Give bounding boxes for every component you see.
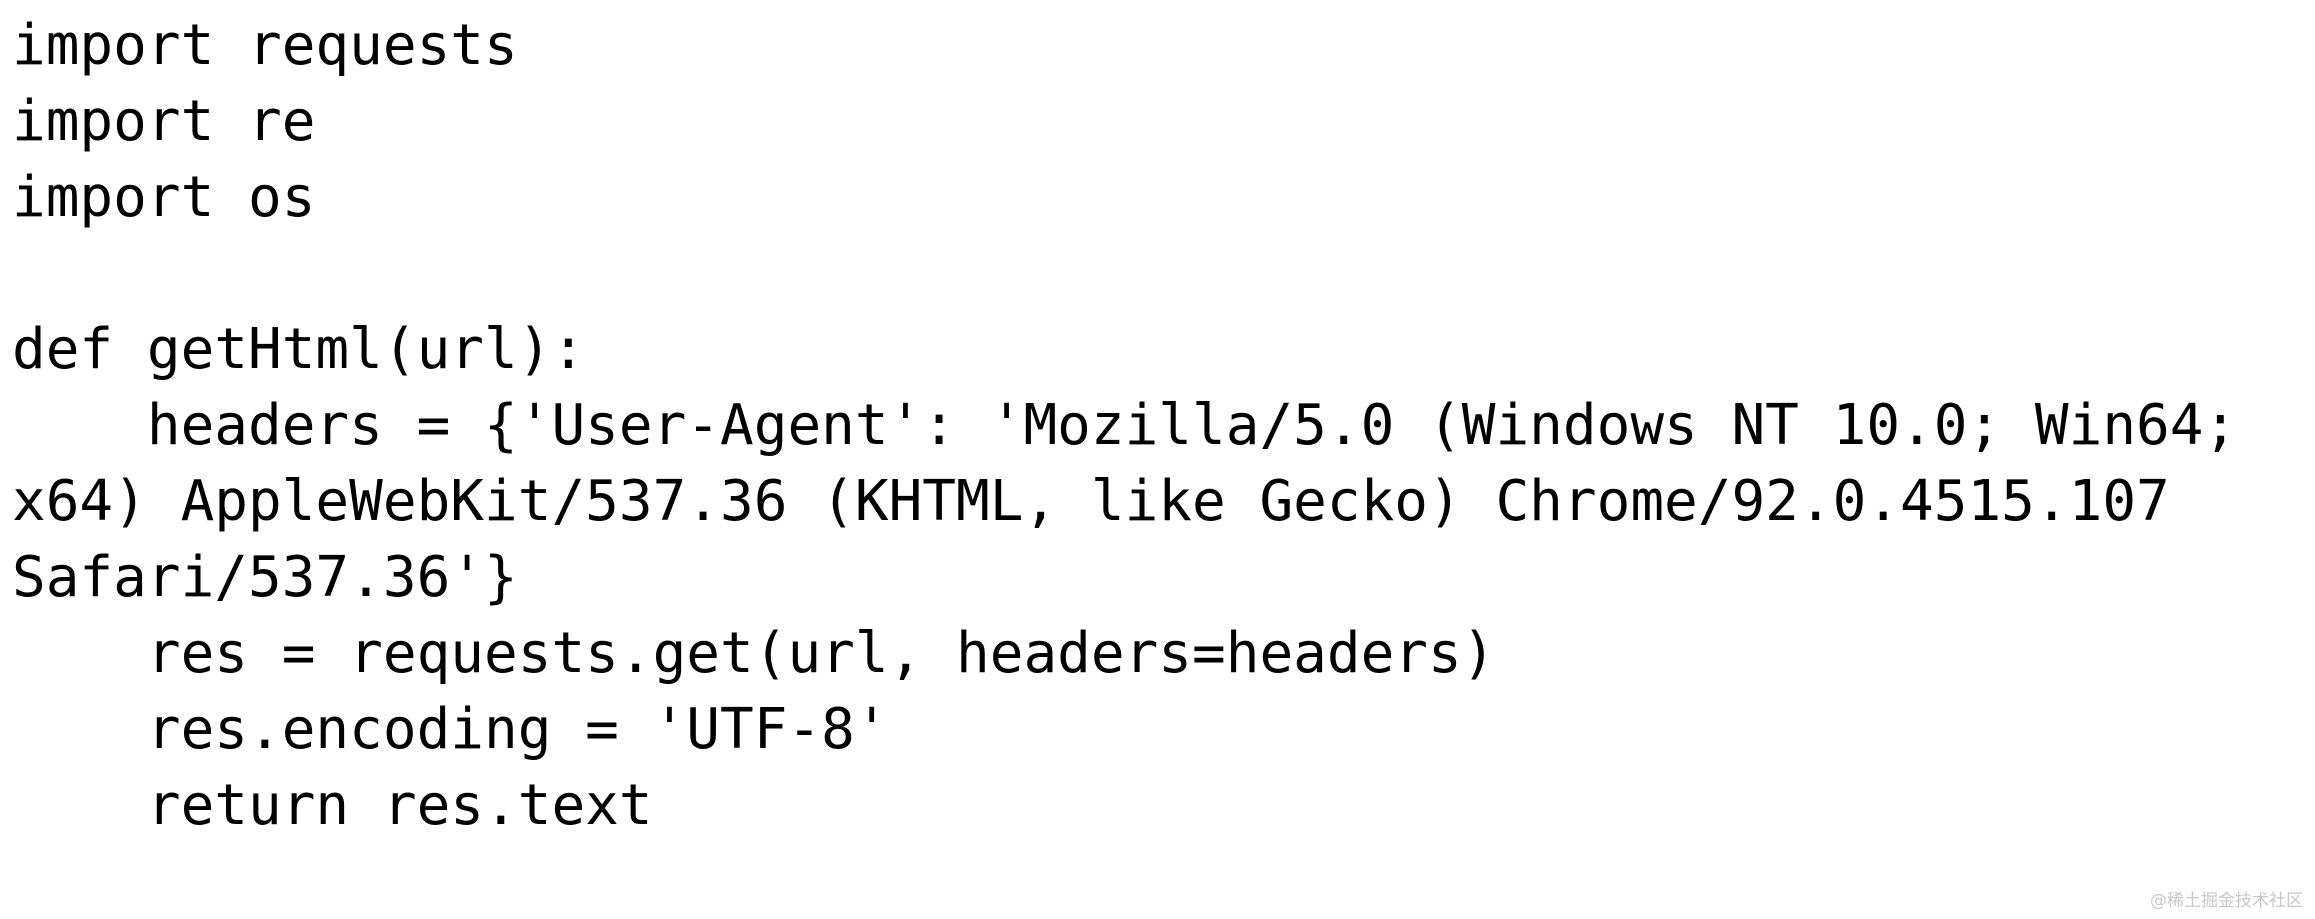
code-line-import-re: import re — [12, 89, 316, 154]
watermark: @稀土掘金技术社区 — [2150, 891, 2303, 911]
code-line-headers-end: Safari/537.36'} — [12, 545, 518, 610]
code-line-requests-get: res = requests.get(url, headers=headers) — [12, 621, 1496, 686]
code-line-def-gethtml: def getHtml(url): — [12, 317, 586, 382]
code-line-blank — [12, 236, 2237, 312]
code-line-return: return res.text — [12, 773, 653, 838]
code-line-encoding: res.encoding = 'UTF-8' — [12, 697, 889, 762]
code-line-headers: headers = {'User-Agent': 'Mozilla/5.0 (W… — [12, 393, 2238, 458]
code-line-import-requests: import requests — [12, 13, 518, 78]
code-line-headers-continued: x64) AppleWebKit/537.36 (KHTML, like Gec… — [12, 469, 2170, 534]
code-block: import requests import re import os def get… — [12, 8, 2237, 844]
code-line-import-os: import os — [12, 165, 316, 230]
